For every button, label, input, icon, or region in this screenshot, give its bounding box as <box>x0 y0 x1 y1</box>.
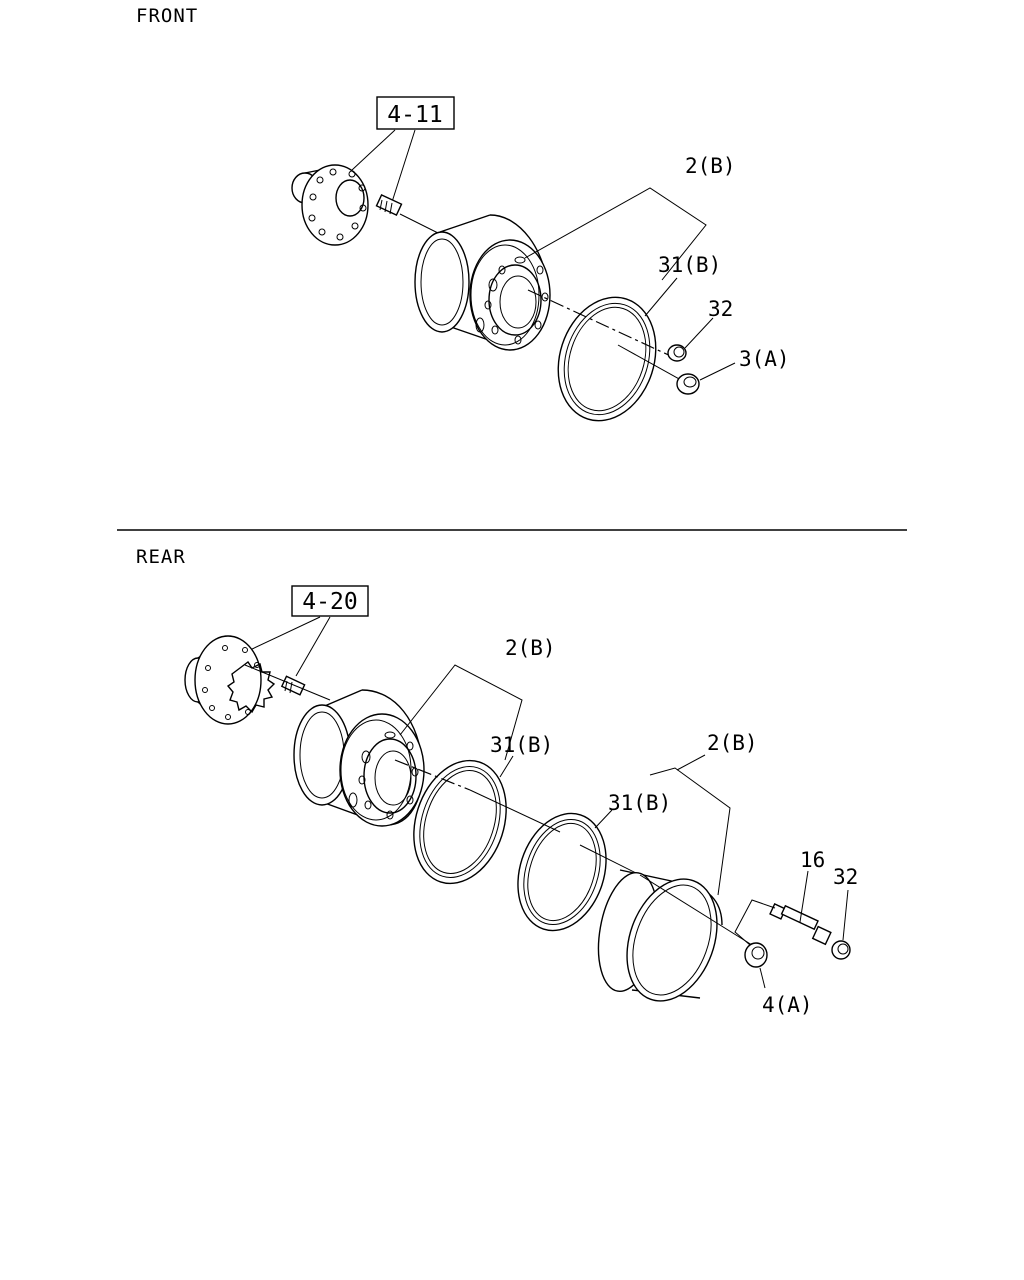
rear-bolt-callout: 16 <box>800 848 825 872</box>
rear-nut-bolt-bracket <box>734 899 776 946</box>
front-disc-wheel <box>414 214 551 351</box>
rear-wheel-nut <box>744 942 768 968</box>
front-hub-bolt <box>375 193 403 217</box>
rear-nut-callout: 4(A) <box>762 993 813 1017</box>
front-cap-callout: 32 <box>708 297 733 321</box>
rear-outer-ring-callout: 31(B) <box>608 791 671 815</box>
rear-ref-leader-bolt <box>295 616 331 677</box>
rear-hub <box>184 635 276 725</box>
rear-ref-leader-hub <box>249 616 321 651</box>
rear-outer-wheel-leader-b <box>676 754 706 771</box>
rear-axis-line-4 <box>639 874 753 946</box>
front-disc-wheel-callout: 2(B) <box>685 154 736 178</box>
rear-wheel-cap <box>831 940 851 960</box>
rear-section: REAR 4-20 <box>136 546 858 1017</box>
rear-outer-side-ring <box>517 812 607 932</box>
front-wheel-nut <box>676 373 700 395</box>
rear-cap-callout: 32 <box>833 865 858 889</box>
rear-inner-wheel-leader <box>399 664 523 761</box>
rear-axis-dash <box>394 759 471 791</box>
front-disc-wheel-leader <box>524 187 707 281</box>
front-nut-callout: 3(A) <box>739 347 790 371</box>
rear-axis-line-2 <box>469 789 561 833</box>
rear-nut-leader <box>759 967 766 989</box>
rear-outer-wheel-leader-a <box>649 767 731 896</box>
rear-inner-wheel-callout: 2(B) <box>505 636 556 660</box>
rear-axis-line-3 <box>579 844 641 876</box>
front-cap-leader <box>684 317 714 349</box>
rear-cap-leader <box>842 889 849 941</box>
rear-outer-ring-leader <box>594 809 613 829</box>
rear-hub-reference-label: 4-20 <box>302 589 357 615</box>
front-axis-line-2 <box>617 344 691 386</box>
rear-inner-ring-callout: 31(B) <box>490 733 553 757</box>
front-nut-leader <box>699 362 736 381</box>
front-hub-reference-label: 4-11 <box>387 102 442 128</box>
front-hub <box>291 164 369 246</box>
front-side-ring-callout: 31(B) <box>658 253 721 277</box>
front-side-ring <box>557 296 657 422</box>
rear-wheel-bolt <box>769 903 832 946</box>
rear-bolt-leader <box>799 870 809 923</box>
front-hub-reference[interactable]: 4-11 <box>376 96 455 130</box>
front-axis-dash <box>527 289 676 359</box>
front-ref-leader-bolt <box>391 129 416 203</box>
rear-hub-reference[interactable]: 4-20 <box>291 585 369 617</box>
rear-inner-ring-leader <box>499 755 514 778</box>
rear-outer-wheel-callout: 2(B) <box>707 731 758 755</box>
front-side-ring-leader <box>644 277 678 317</box>
front-section-title: FRONT <box>136 5 198 27</box>
rear-axis-line <box>244 664 331 701</box>
front-section: FRONT 4-11 <box>136 5 790 422</box>
rear-inner-disc-wheel <box>293 689 425 827</box>
front-axis-line <box>399 213 441 235</box>
front-ref-leader-hub <box>351 129 396 171</box>
rear-hub-bolt <box>280 675 306 696</box>
rear-section-title: REAR <box>136 546 186 568</box>
front-wheel-cap <box>667 344 687 362</box>
rear-inner-side-ring <box>413 759 507 885</box>
